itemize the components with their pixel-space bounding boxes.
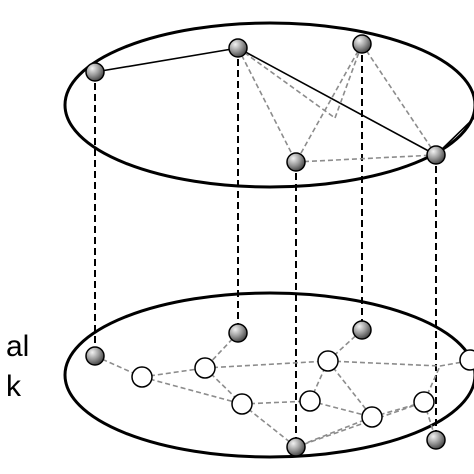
upper-layer-plane xyxy=(63,21,474,189)
lower-dashed-link xyxy=(295,416,373,448)
upper-link xyxy=(237,47,437,156)
lower-shaded-node xyxy=(286,437,306,457)
lower-dashed-link xyxy=(295,401,425,448)
lower-layer-plane xyxy=(63,291,474,459)
lower-shaded-node xyxy=(352,320,372,340)
layer-label-line-1: al xyxy=(6,330,30,363)
upper-dashed-link xyxy=(237,47,336,119)
upper-node xyxy=(426,145,446,165)
lower-open-node xyxy=(194,357,216,379)
upper-dashed-links xyxy=(237,43,437,163)
lower-open-node xyxy=(231,393,253,415)
lower-shaded-node xyxy=(228,323,248,343)
upper-dashed-link xyxy=(334,43,363,119)
lower-open-node xyxy=(131,366,153,388)
lower-open-node xyxy=(317,350,339,372)
upper-node xyxy=(352,34,372,54)
lower-open-node xyxy=(361,406,383,428)
lower-dashed-link xyxy=(423,365,441,403)
lower-dashed-links xyxy=(94,329,474,448)
lower-dashed-link xyxy=(241,400,311,405)
lower-open-node xyxy=(299,390,321,412)
layer-label-line-2: k xyxy=(6,370,21,403)
lower-open-node xyxy=(459,349,474,371)
lower-open-nodes xyxy=(131,349,474,428)
upper-solid-links xyxy=(94,47,474,156)
upper-dashed-link xyxy=(237,47,297,163)
lower-dashed-link xyxy=(327,360,441,367)
lower-shaded-node xyxy=(85,346,105,366)
upper-nodes xyxy=(85,34,446,172)
upper-dashed-link xyxy=(295,154,437,163)
lower-shaded-node xyxy=(426,430,446,450)
upper-dashed-link xyxy=(295,43,363,163)
upper-node xyxy=(286,152,306,172)
lower-open-node xyxy=(413,391,435,413)
upper-link xyxy=(94,47,239,73)
interlayer-links xyxy=(94,44,437,447)
lower-dashed-link xyxy=(327,360,373,418)
upper-node xyxy=(228,38,248,58)
lower-dashed-link xyxy=(241,403,297,448)
lower-dashed-link xyxy=(141,376,243,405)
upper-node xyxy=(85,62,105,82)
upper-dashed-link xyxy=(361,43,437,156)
lower-dashed-link xyxy=(204,360,329,369)
lower-shaded-nodes xyxy=(85,320,446,457)
